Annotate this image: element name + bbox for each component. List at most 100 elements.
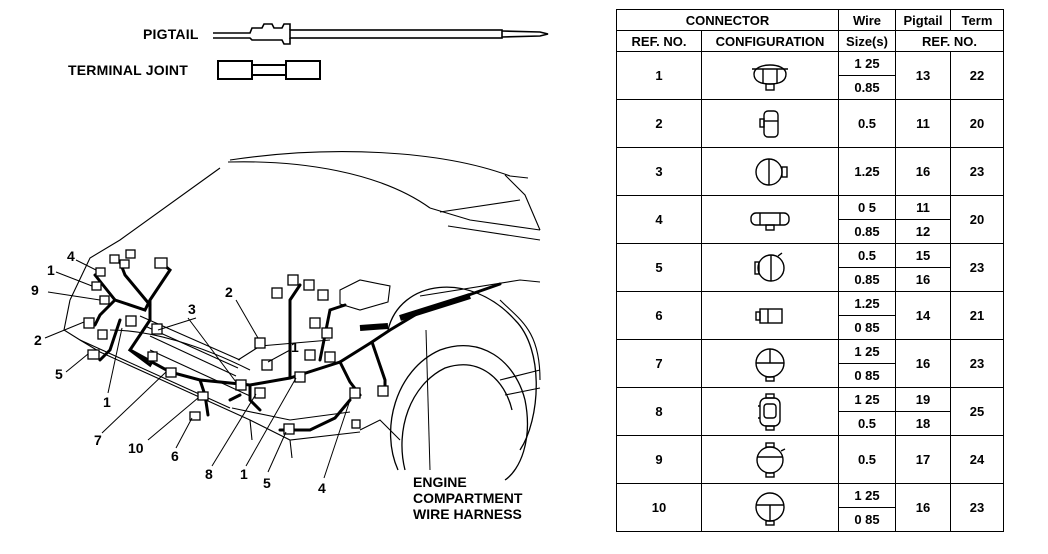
table-header-row: CONNECTOR Wire Pigtail Term [616, 9, 1004, 31]
table-row: 0.5 18 [617, 411, 1004, 436]
callout-number: 10 [128, 440, 144, 456]
configuration-cell [701, 339, 839, 388]
callout-number: 2 [225, 284, 233, 300]
callout-number: 1 [103, 394, 111, 410]
configuration-header: CONFIGURATION [701, 30, 839, 52]
term-cell: 20 [950, 99, 1004, 148]
wire-size-cell: 0 85 [838, 363, 896, 388]
harness-label-line: WIRE HARNESS [413, 506, 522, 522]
wire-size-cell: 0.5 [838, 99, 896, 148]
configuration-cell [701, 195, 839, 244]
pigtail-cell: 11 [895, 99, 951, 148]
wire-size-cell: 0 5 [838, 195, 896, 220]
car-body-outline [63, 151, 541, 459]
ref-cell: 6 [616, 291, 702, 340]
wire-size-cell: 1 25 [838, 339, 896, 364]
table-row: 0.85 16 [617, 267, 1004, 292]
pigtail-cell: 16 [895, 483, 951, 532]
callout-number: 1 [240, 466, 248, 482]
table-row: 0 85 [617, 363, 1004, 388]
callout-number: 2 [34, 332, 42, 348]
table-row: 6 1.25 14 21 [616, 291, 1004, 340]
ref-cell: 9 [616, 435, 702, 484]
callout-number: 7 [94, 432, 102, 448]
mushroom-connector-icon [752, 63, 788, 91]
wire-size-cell: 0.85 [838, 219, 896, 244]
harness-sheath [359, 293, 471, 331]
table-row: 0.85 [617, 75, 1004, 100]
callout-number: 5 [55, 366, 63, 382]
small-box-connector-icon [759, 109, 779, 138]
term-cell: 25 [950, 387, 1004, 436]
configuration-cell [701, 99, 839, 148]
term-cell: 20 [950, 195, 1004, 244]
ref-cell: 1 [616, 51, 702, 100]
connector-table: CONNECTOR Wire Pigtail Term REF. NO. CON… [616, 9, 1004, 532]
term-cell: 23 [950, 243, 1004, 292]
ref-no-header-2: REF. NO. [895, 30, 1004, 52]
callout-number: 8 [205, 466, 213, 482]
callout-number: 1 [47, 262, 55, 278]
ref-cell: 5 [616, 243, 702, 292]
ref-cell: 10 [616, 483, 702, 532]
pigtail-cell: 13 [895, 51, 951, 100]
clip-connector-icon [758, 392, 781, 431]
term-cell: 21 [950, 291, 1004, 340]
round-split-connector-icon [755, 157, 788, 186]
wire-size-cell: 0.5 [838, 435, 896, 484]
table-row: 4 0 5 11 20 [616, 195, 1004, 244]
configuration-cell [701, 387, 839, 436]
pigtail-cell: 11 [895, 195, 951, 220]
round-quarter-connector-icon [755, 491, 785, 526]
table-subheader-row: REF. NO. CONFIGURATION Size(s) REF. NO. [616, 30, 1004, 52]
wire-size-cell: 0.5 [838, 243, 896, 268]
engine-compartment-diagram [44, 23, 549, 481]
table-row: 8 1 25 19 25 [616, 387, 1004, 436]
term-cell: 22 [950, 51, 1004, 100]
wire-size-cell: 0 85 [838, 507, 896, 532]
flat-rectangular-connector-icon [750, 211, 790, 231]
wire-size-cell: 1.25 [838, 291, 896, 316]
size-header: Size(s) [838, 30, 896, 52]
callout-number: 5 [263, 475, 271, 491]
configuration-cell [701, 51, 839, 100]
harness-label-line: COMPARTMENT [413, 490, 523, 506]
wire-size-cell: 0.85 [838, 75, 896, 100]
round-half-connector-icon [755, 347, 785, 382]
pigtail-symbol [213, 23, 549, 45]
pigtail-label: PIGTAIL [143, 26, 199, 42]
pigtail-cell: 18 [895, 411, 951, 436]
table-row: 5 0.5 15 23 [616, 243, 1004, 292]
front-wheel [387, 286, 537, 481]
wire-harness [93, 260, 502, 432]
pigtail-header: Pigtail [895, 9, 951, 31]
configuration-cell [701, 147, 839, 196]
wire-size-cell: 1 25 [838, 483, 896, 508]
wire-size-cell: 0.5 [838, 411, 896, 436]
pigtail-cell: 16 [895, 339, 951, 388]
table-row: 2 0.5 11 20 [616, 99, 1004, 148]
ref-cell: 3 [616, 147, 702, 196]
terminal-joint-label: TERMINAL JOINT [68, 62, 188, 78]
pigtail-cell: 19 [895, 387, 951, 412]
term-cell: 23 [950, 147, 1004, 196]
table-row: 10 1 25 16 23 [616, 483, 1004, 532]
table-row: 0 85 [617, 507, 1004, 532]
table-row: 7 1 25 16 23 [616, 339, 1004, 388]
square-block-connector-icon [755, 307, 783, 324]
pigtail-cell: 16 [895, 267, 951, 292]
wire-header: Wire [838, 9, 896, 31]
term-cell: 24 [950, 435, 1004, 484]
wire-size-cell: 1.25 [838, 147, 896, 196]
ref-cell: 2 [616, 99, 702, 148]
term-header: Term [950, 9, 1004, 31]
table-row: 3 1.25 16 23 [616, 147, 1004, 196]
configuration-cell [701, 291, 839, 340]
pigtail-cell: 12 [895, 219, 951, 244]
callout-number: 9 [31, 282, 39, 298]
ref-cell: 4 [616, 195, 702, 244]
round-top-connector-icon [756, 441, 786, 478]
term-cell: 23 [950, 483, 1004, 532]
wire-size-cell: 1 25 [838, 51, 896, 76]
callout-number: 1 [291, 339, 299, 355]
